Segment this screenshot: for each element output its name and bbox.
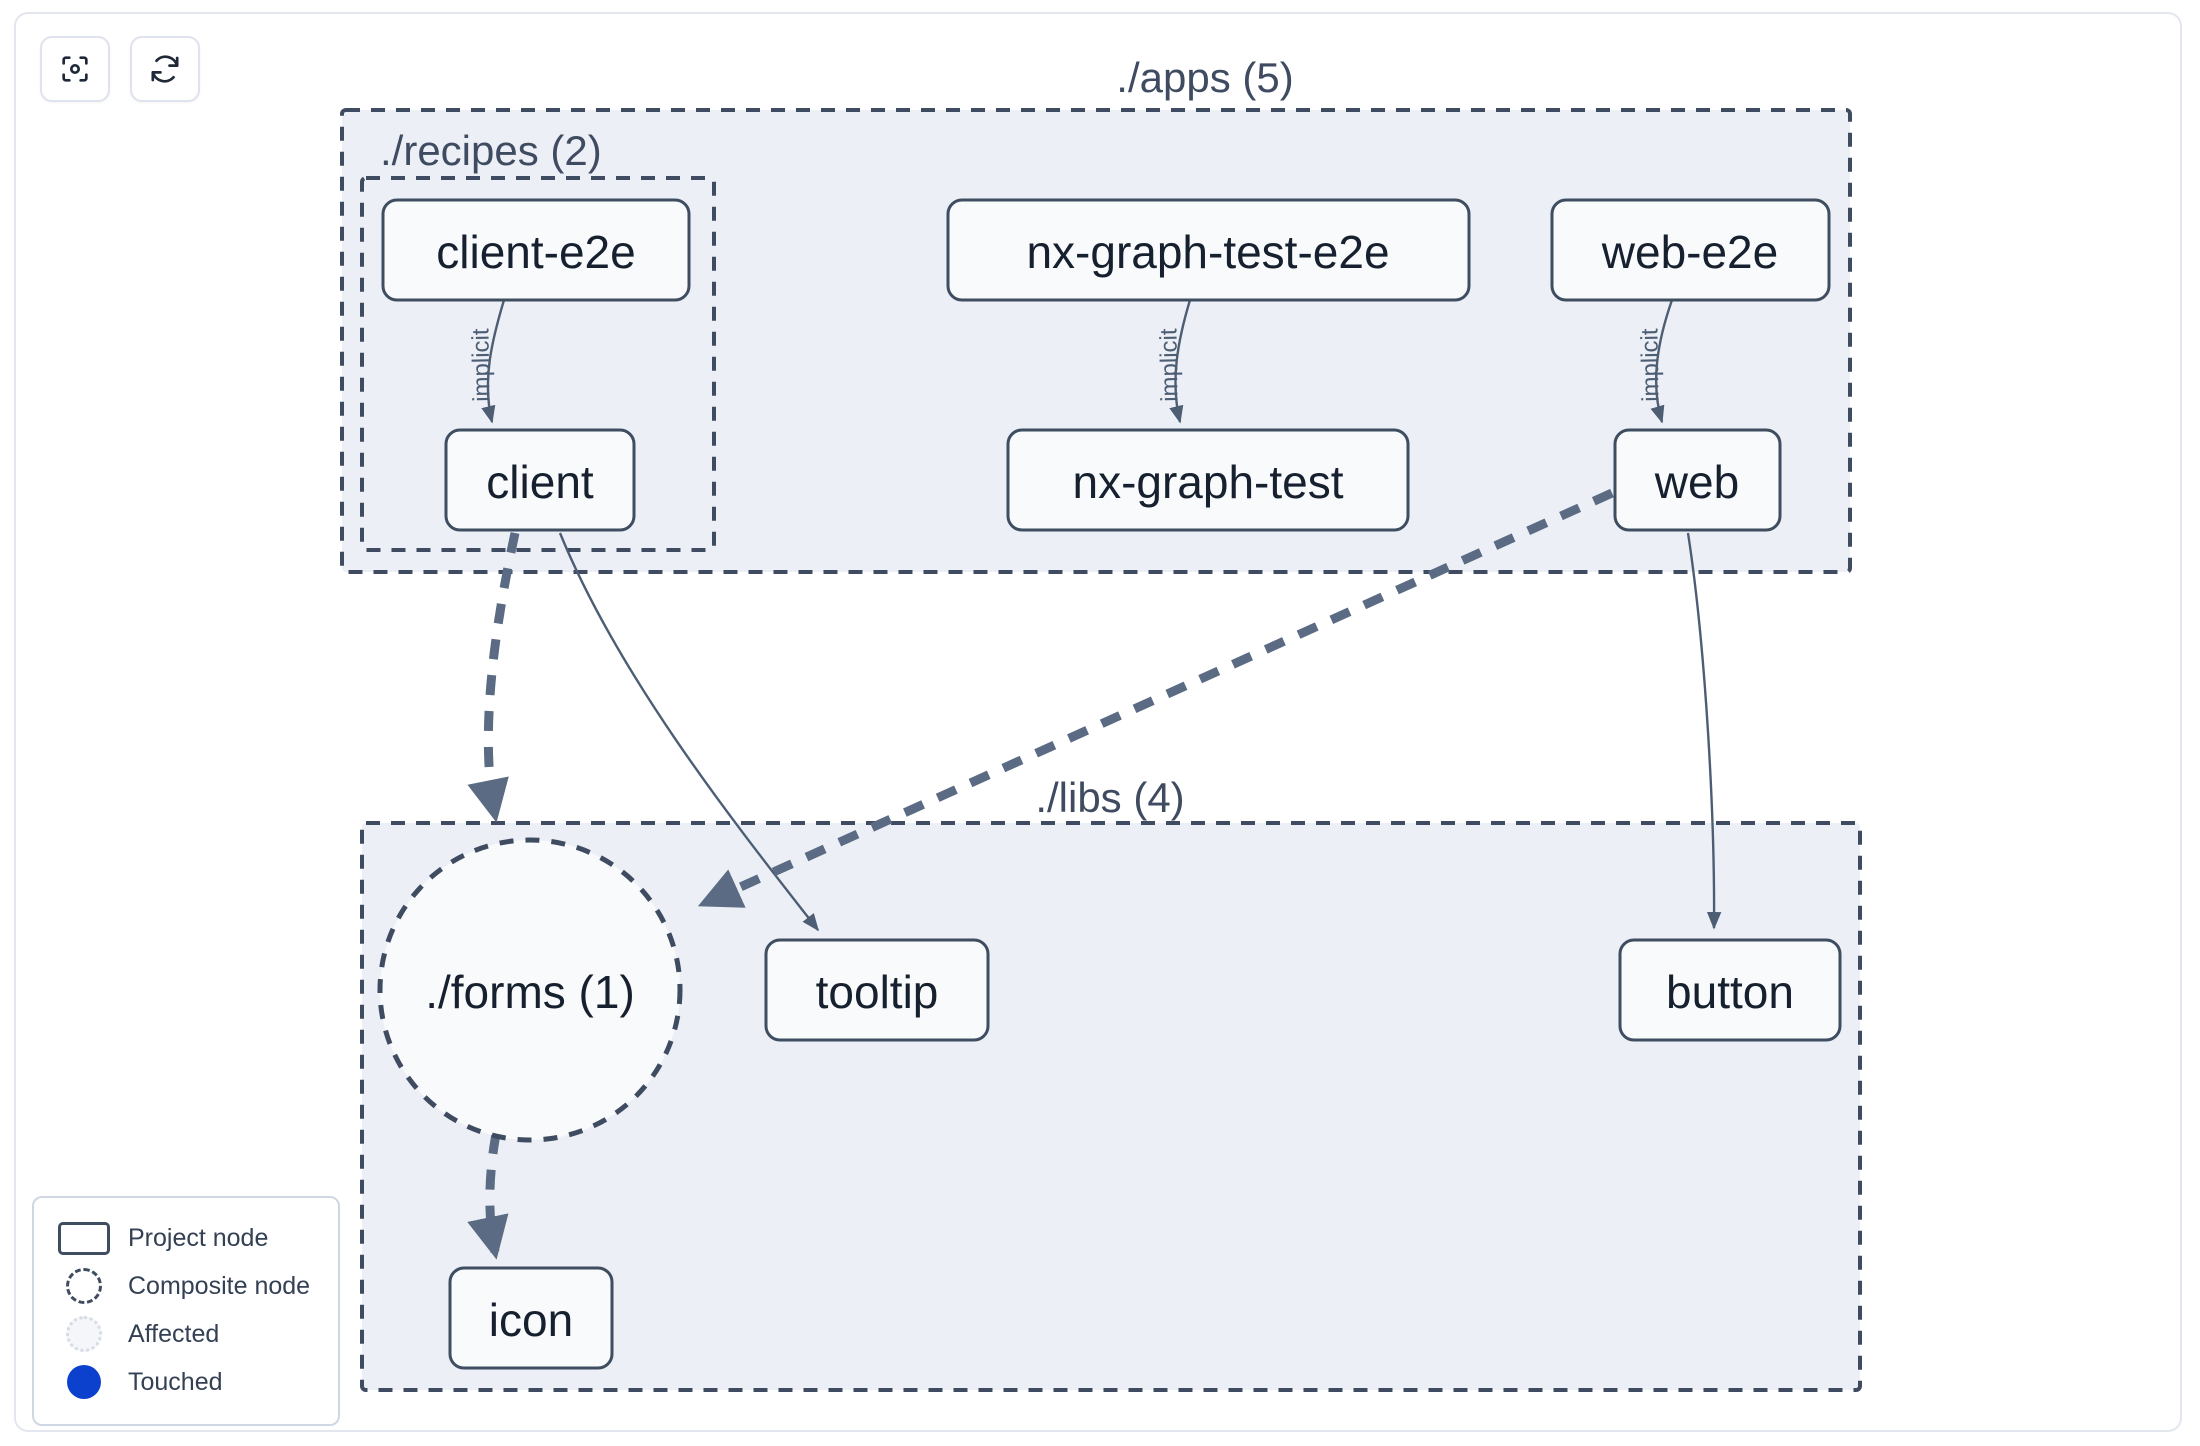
- node-forms-composite[interactable]: ./forms (1): [377, 837, 683, 1143]
- focus-graph-button[interactable]: [40, 36, 110, 102]
- node-web-e2e[interactable]: web-e2e: [1550, 198, 1831, 302]
- composite-node-icon: [52, 1268, 116, 1304]
- node-client-e2e-label: client-e2e: [436, 226, 635, 278]
- node-client-e2e[interactable]: client-e2e: [381, 198, 691, 302]
- edge-web-to-button[interactable]: [1686, 532, 1722, 930]
- node-icon-label: icon: [489, 1294, 573, 1346]
- edge-web-to-forms[interactable]: [697, 488, 1614, 908]
- legend-item-touched: Touched: [52, 1358, 320, 1406]
- edge-label-implicit-web: implicit: [1636, 328, 1664, 402]
- edge-client-e2e-to-client[interactable]: implicit: [467, 299, 506, 424]
- node-icon[interactable]: icon: [448, 1266, 614, 1370]
- edge-label-implicit-nx-graph-test: implicit: [1155, 328, 1183, 402]
- node-tooltip[interactable]: tooltip: [764, 938, 990, 1042]
- node-button[interactable]: button: [1618, 938, 1842, 1042]
- focus-target-icon: [58, 52, 92, 86]
- edge-client-to-forms[interactable]: [467, 532, 520, 823]
- legend-item-affected: Affected: [52, 1310, 320, 1358]
- node-web-e2e-label: web-e2e: [1601, 226, 1778, 278]
- touched-node-icon: [52, 1365, 116, 1399]
- node-web-label: web: [1654, 456, 1739, 508]
- group-apps[interactable]: ./apps (5): [340, 54, 1852, 574]
- node-nx-graph-test[interactable]: nx-graph-test: [1006, 428, 1410, 532]
- node-forms-label: ./forms (1): [425, 966, 635, 1018]
- project-node-icon: [52, 1221, 116, 1255]
- group-apps-label: ./apps (5): [1116, 54, 1293, 101]
- node-tooltip-label: tooltip: [816, 966, 939, 1018]
- legend-label-touched: Touched: [128, 1367, 223, 1396]
- legend-label-affected: Affected: [128, 1319, 220, 1348]
- edge-forms-to-icon[interactable]: [467, 1133, 509, 1260]
- group-libs[interactable]: ./libs (4): [360, 774, 1862, 1392]
- node-client[interactable]: client: [444, 428, 636, 532]
- node-nx-graph-test-e2e-label: nx-graph-test-e2e: [1026, 226, 1389, 278]
- node-web[interactable]: web: [1613, 428, 1782, 532]
- edge-nx-graph-test-e2e-to-nx-graph-test[interactable]: implicit: [1155, 299, 1192, 424]
- node-client-label: client: [486, 456, 594, 508]
- legend-label-composite-node: Composite node: [128, 1271, 311, 1300]
- legend-label-project-node: Project node: [128, 1223, 269, 1252]
- group-libs-label: ./libs (4): [1035, 774, 1184, 821]
- edge-label-implicit-client: implicit: [467, 328, 495, 402]
- legend-item-project-node: Project node: [52, 1214, 320, 1262]
- refresh-graph-button[interactable]: [130, 36, 200, 102]
- node-button-label: button: [1666, 966, 1794, 1018]
- legend-item-composite-node: Composite node: [52, 1262, 320, 1310]
- affected-node-icon: [52, 1316, 116, 1352]
- edge-client-to-tooltip[interactable]: [558, 532, 819, 932]
- node-nx-graph-test-e2e[interactable]: nx-graph-test-e2e: [946, 198, 1471, 302]
- edge-web-e2e-to-web[interactable]: implicit: [1636, 299, 1674, 424]
- node-nx-graph-test-label: nx-graph-test: [1072, 456, 1343, 508]
- graph-toolbar: [40, 36, 200, 102]
- refresh-icon: [148, 52, 182, 86]
- graph-legend: Project node Composite node Affected Tou…: [32, 1196, 340, 1426]
- group-recipes-label: ./recipes (2): [380, 127, 602, 174]
